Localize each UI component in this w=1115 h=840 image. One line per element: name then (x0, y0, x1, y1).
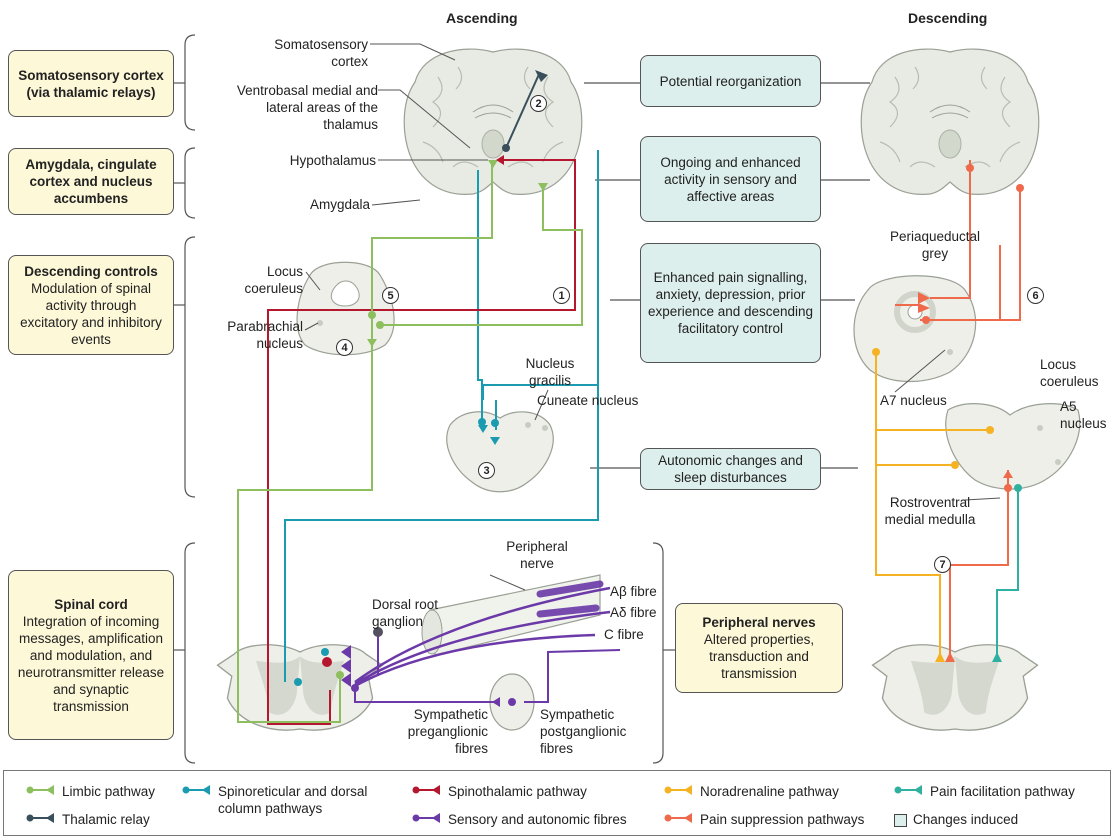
pag-icon (853, 275, 977, 383)
change-box-activity: Ongoing and enhanced activity in sensory… (640, 136, 821, 222)
legend-item-limbic: Limbic pathway (26, 783, 155, 800)
spinal-cord-right-icon (871, 644, 1039, 731)
hypothalamus-label: Hypothalamus (289, 153, 376, 168)
step-number: 7 (934, 556, 951, 573)
legend-item-spinoreticular: Spinoreticular and dorsal column pathway… (182, 783, 392, 817)
step-number: 6 (1027, 287, 1044, 304)
peripheral-nerves-text: Altered properties, transduction and tra… (703, 632, 815, 681)
legend-label: Pain facilitation pathway (930, 784, 1075, 799)
spinal-cord-title: Spinal cord (54, 596, 128, 612)
spinoreticular-pathway-icon (182, 785, 210, 795)
peripheral-nerve-label: Peripheral nerve (506, 539, 568, 571)
adelta-fibre-label: Aδ fibre (610, 605, 657, 620)
brain-descending-icon (860, 48, 1040, 195)
descending-controls-title: Descending controls (24, 263, 158, 279)
somatosensory-title: Somatosensory cortex (via thalamic relay… (18, 67, 164, 100)
legend-label: Changes induced (913, 812, 1019, 827)
dorsal-root-ganglion-label: Dorsal root ganglion (372, 597, 439, 629)
noradrenaline-pathway-icon (664, 785, 692, 795)
amygdala-label: Amygdala (309, 197, 370, 212)
legend-item-sensory: Sensory and autonomic fibres (412, 811, 627, 828)
somatosensory-cortex-label: Somatosensory cortex (274, 37, 368, 69)
change-box-autonomic: Autonomic changes and sleep disturbances (640, 448, 821, 490)
legend-label: Noradrenaline pathway (700, 784, 839, 799)
spinal-cord-box: Spinal cord Integration of incoming mess… (8, 570, 174, 740)
legend-label: Spinoreticular and dorsal column pathway… (218, 784, 368, 816)
amygdala-box: Amygdala, cingulate cortex and nucleus a… (8, 148, 174, 215)
a5-nucleus-label: A5 nucleus (1060, 399, 1107, 431)
peripheral-nerves-title: Peripheral nerves (702, 615, 816, 630)
ventrobasal-label: Ventrobasal medial and lateral areas of … (236, 83, 378, 132)
cuneate-nucleus-label: Cuneate nucleus (537, 393, 639, 408)
a7-nucleus-label: A7 nucleus (880, 393, 947, 408)
step-number: 1 (553, 287, 570, 304)
abeta-fibre-label: Aβ fibre (610, 584, 657, 599)
c-fibre-label: C fibre (604, 627, 644, 642)
legend-item-changes: Changes induced (894, 811, 1018, 828)
step-number: 2 (530, 95, 547, 112)
peripheral-nerve-icon (421, 574, 601, 656)
legend: Limbic pathway Thalamic relay Spinoretic… (3, 770, 1111, 836)
legend-label: Thalamic relay (62, 812, 150, 827)
amygdala-title: Amygdala, cingulate cortex and nucleus a… (25, 157, 157, 206)
descending-controls-box: Descending controls Modulation of spinal… (8, 255, 174, 355)
step-number: 4 (336, 339, 353, 356)
legend-item-facilitation: Pain facilitation pathway (894, 783, 1075, 800)
ascending-header: Ascending (446, 10, 518, 26)
thalamic-relay-icon (26, 813, 54, 823)
somatosensory-box: Somatosensory cortex (via thalamic relay… (8, 50, 174, 117)
pag-label: Periaqueductal grey (889, 229, 981, 261)
legend-item-suppression: Pain suppression pathways (664, 811, 864, 828)
sympathetic-pre-label: Sympathetic preganglionic fibres (407, 707, 488, 756)
locus-coeruleus-right-label: Locus coeruleus (1040, 357, 1099, 389)
step-number: 5 (382, 287, 399, 304)
sympathetic-post-label: Sympathetic postganglionic fibres (540, 707, 627, 756)
change-box-pain-signalling: Enhanced pain signalling, anxiety, depre… (640, 243, 821, 363)
changes-induced-swatch-icon (894, 814, 907, 827)
pain-facilitation-icon (894, 785, 922, 795)
legend-item-noradrenaline: Noradrenaline pathway (664, 783, 839, 800)
nucleus-gracilis-label: Nucleus gracilis (525, 356, 575, 388)
pain-suppression-icon (664, 813, 692, 823)
sensory-fibres-icon (412, 813, 440, 823)
descending-header: Descending (908, 10, 988, 26)
peripheral-nerves-box: Peripheral nerves Altered properties, tr… (675, 603, 843, 693)
legend-item-thalamic: Thalamic relay (26, 811, 150, 828)
locus-coeruleus-left-label: Locus coeruleus (244, 264, 303, 296)
change-box-reorganization: Potential reorganization (640, 55, 821, 107)
limbic-pathway-icon (26, 785, 54, 795)
rvm-label: Rostroventral medial medulla (884, 495, 976, 527)
midbrain-ascending-icon (296, 261, 395, 356)
legend-label: Spinothalamic pathway (448, 784, 587, 799)
spinothalamic-pathway-icon (412, 785, 440, 795)
medulla-ascending-icon (446, 411, 554, 493)
parabrachial-label: Parabrachial nucleus (227, 319, 303, 351)
spinal-cord-text: Integration of incoming messages, amplif… (17, 613, 165, 714)
legend-label: Limbic pathway (62, 784, 156, 799)
step-number: 3 (478, 462, 495, 479)
legend-item-spinothalamic: Spinothalamic pathway (412, 783, 587, 800)
descending-controls-text: Modulation of spinal activity through ex… (20, 280, 162, 347)
medulla-descending-icon (945, 403, 1081, 490)
legend-label: Sensory and autonomic fibres (448, 812, 627, 827)
legend-label: Pain suppression pathways (700, 812, 865, 827)
